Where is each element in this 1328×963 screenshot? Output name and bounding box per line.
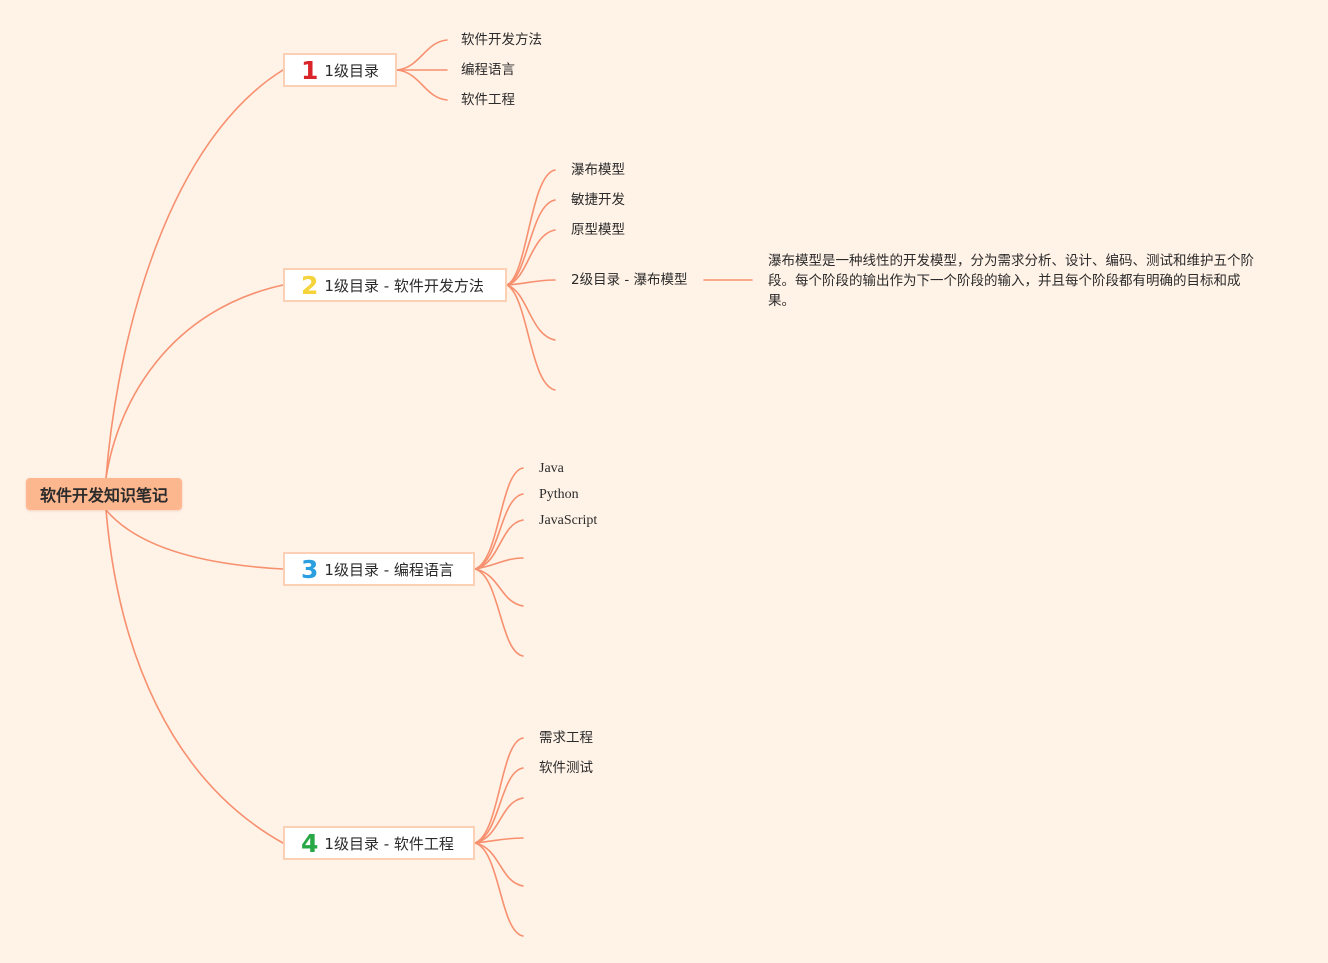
leaf-topic[interactable]: 瀑布模型 [571, 162, 625, 178]
root-topic[interactable]: 软件开发知识笔记 [26, 478, 182, 510]
connector-b2-leaf-3 [506, 229, 556, 286]
connector-b2-leaf-1 [506, 169, 556, 286]
connector-b3-leaf-2 [474, 493, 524, 570]
connector-b2-empty-1 [506, 284, 556, 341]
leaf-topic[interactable]: 软件测试 [539, 760, 593, 776]
branch-topic-4[interactable]: 4 1级目录 - 软件工程 [283, 826, 475, 860]
branch-topic-3[interactable]: 3 1级目录 - 编程语言 [283, 552, 475, 586]
number-4-icon: 4 [301, 828, 319, 858]
detail-note[interactable]: 瀑布模型是一种线性的开发模型，分为需求分析、设计、编码、测试和维护五个阶段。每个… [768, 253, 1254, 309]
leaf-topic[interactable]: 软件工程 [461, 92, 515, 108]
leaf-topic[interactable]: 敏捷开发 [571, 192, 625, 208]
connector-b4-empty-1 [474, 797, 524, 844]
leaf-topic[interactable]: 编程语言 [461, 62, 515, 78]
connector-b2-leaf-4 [506, 279, 556, 286]
leaf-topic[interactable]: JavaScript [539, 513, 598, 528]
number-1-icon: 1 [301, 55, 319, 85]
connector-b4-leaf-1 [474, 737, 524, 844]
connector-root-branch-2 [105, 284, 284, 479]
leaf-topic[interactable]: Python [539, 487, 579, 502]
number-2-icon: 2 [301, 270, 319, 300]
connector-root-branch-3 [105, 509, 284, 570]
leaf-topic[interactable]: 软件开发方法 [461, 32, 542, 48]
connector-b3-leaf-3 [474, 519, 524, 570]
leaf-topic[interactable]: 2级目录 - 瀑布模型 [571, 272, 688, 288]
branch-topic-1-label: 1级目录 [324, 61, 379, 80]
connector-root-branch-4 [105, 509, 284, 844]
leaf-topic[interactable]: 原型模型 [571, 222, 625, 238]
connector-b4-empty-4 [474, 842, 524, 937]
connector-b1-leaf-1 [396, 39, 448, 71]
connector-b4-leaf-2 [474, 767, 524, 844]
number-3-icon: 3 [301, 554, 319, 584]
branch-topic-1[interactable]: 1 1级目录 [283, 53, 397, 87]
connector-b1-leaf-3 [396, 69, 448, 101]
branch-topic-2[interactable]: 2 1级目录 - 软件开发方法 [283, 268, 507, 302]
connector-root-branch-1 [105, 69, 284, 479]
connector-b2-leaf-2 [506, 199, 556, 286]
leaf-topic[interactable]: 需求工程 [539, 730, 593, 746]
connector-b3-empty-2 [474, 568, 524, 607]
branch-topic-4-label: 1级目录 - 软件工程 [324, 834, 454, 853]
branch-topic-3-label: 1级目录 - 编程语言 [324, 560, 454, 579]
connector-b2-empty-2 [506, 284, 556, 391]
branch-topic-2-label: 1级目录 - 软件开发方法 [324, 276, 484, 295]
leaf-topic[interactable]: Java [539, 461, 564, 476]
connector-b4-empty-2 [474, 837, 524, 844]
root-topic-label: 软件开发知识笔记 [39, 486, 168, 505]
connector-b3-leaf-1 [474, 467, 524, 570]
connector-b4-empty-3 [474, 842, 524, 887]
connector-b3-empty-1 [474, 557, 524, 570]
connector-b3-empty-3 [474, 568, 524, 657]
